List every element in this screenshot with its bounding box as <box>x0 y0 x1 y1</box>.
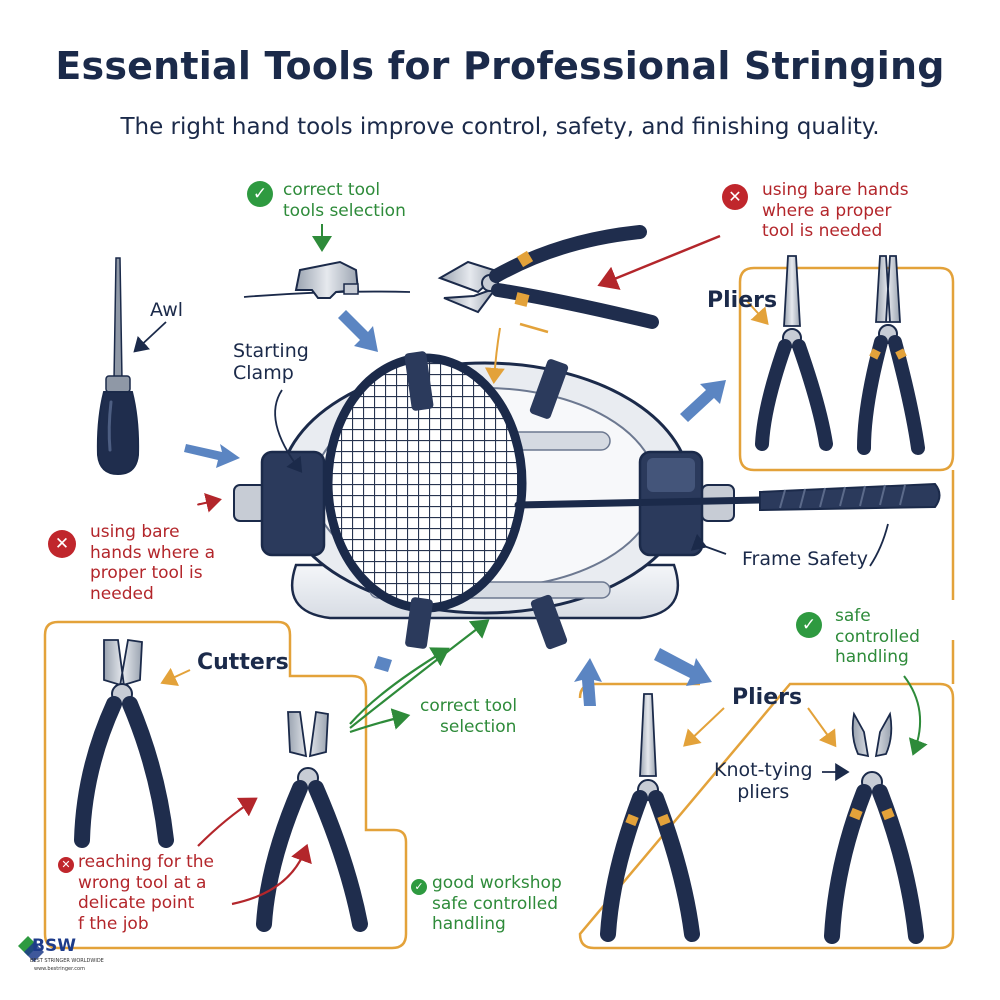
logo-emblem <box>18 936 44 962</box>
cutters-left <box>74 638 174 848</box>
check-icon: ✓ <box>411 879 427 895</box>
brand-logo: BSW BEST STRINGER WORLDWIDE www.bestring… <box>10 932 104 988</box>
note-bare-hands-left: using bare hands where a proper tool is … <box>90 522 216 605</box>
note-correct-tool-center: correct tool selection <box>420 696 518 737</box>
pliers-top-box <box>738 266 955 600</box>
logo-tagline: BEST STRINGER WORLDWIDE <box>30 958 104 964</box>
frame-safety-label: Frame Safety <box>742 548 869 570</box>
note-safe-controlled: safe controlled handling <box>835 606 920 668</box>
pliers-bottom-left <box>600 693 700 942</box>
check-icon: ✓ <box>796 612 822 638</box>
note-good-workshop: good workshop safe controlled handling <box>432 873 562 935</box>
cross-icon: ✕ <box>722 184 748 210</box>
page-subtitle: The right hand tools improve control, sa… <box>120 114 880 140</box>
top-cutters-tool <box>437 225 659 329</box>
note-bare-hands-top: using bare hands where a proper tool is … <box>762 180 909 242</box>
logo-url: www.bestringer.com <box>34 966 85 972</box>
note-reaching-wrong-tool: reaching for the wrong tool at a delicat… <box>78 852 214 935</box>
cutters-right <box>256 710 368 932</box>
page-title: Essential Tools for Professional Stringi… <box>55 44 945 88</box>
starting-clamp-label: Starting Clamp <box>233 340 309 384</box>
logo-brand: BSW <box>32 936 76 956</box>
cross-icon: ✕ <box>48 530 76 558</box>
pliers-top-label: Pliers <box>707 288 778 313</box>
cutters-box <box>43 620 408 950</box>
cross-icon: ✕ <box>58 857 74 873</box>
starting-clamp-tool <box>243 260 411 299</box>
racquet <box>323 351 941 650</box>
pliers-top-right <box>857 255 925 455</box>
awl-tool <box>96 257 140 476</box>
pliers-top-left <box>755 255 833 451</box>
cutters-label: Cutters <box>197 650 289 675</box>
pliers-bottom-label: Pliers <box>732 685 803 710</box>
label-pointers <box>133 224 928 906</box>
check-icon: ✓ <box>247 181 273 207</box>
awl-label: Awl <box>150 299 184 321</box>
knot-tying-label: Knot-tying pliers <box>714 759 813 803</box>
note-correct-tool-top: correct tool tools selection <box>283 180 406 221</box>
blue-flow-arrows <box>184 310 726 706</box>
knot-tying-pliers <box>824 711 924 944</box>
